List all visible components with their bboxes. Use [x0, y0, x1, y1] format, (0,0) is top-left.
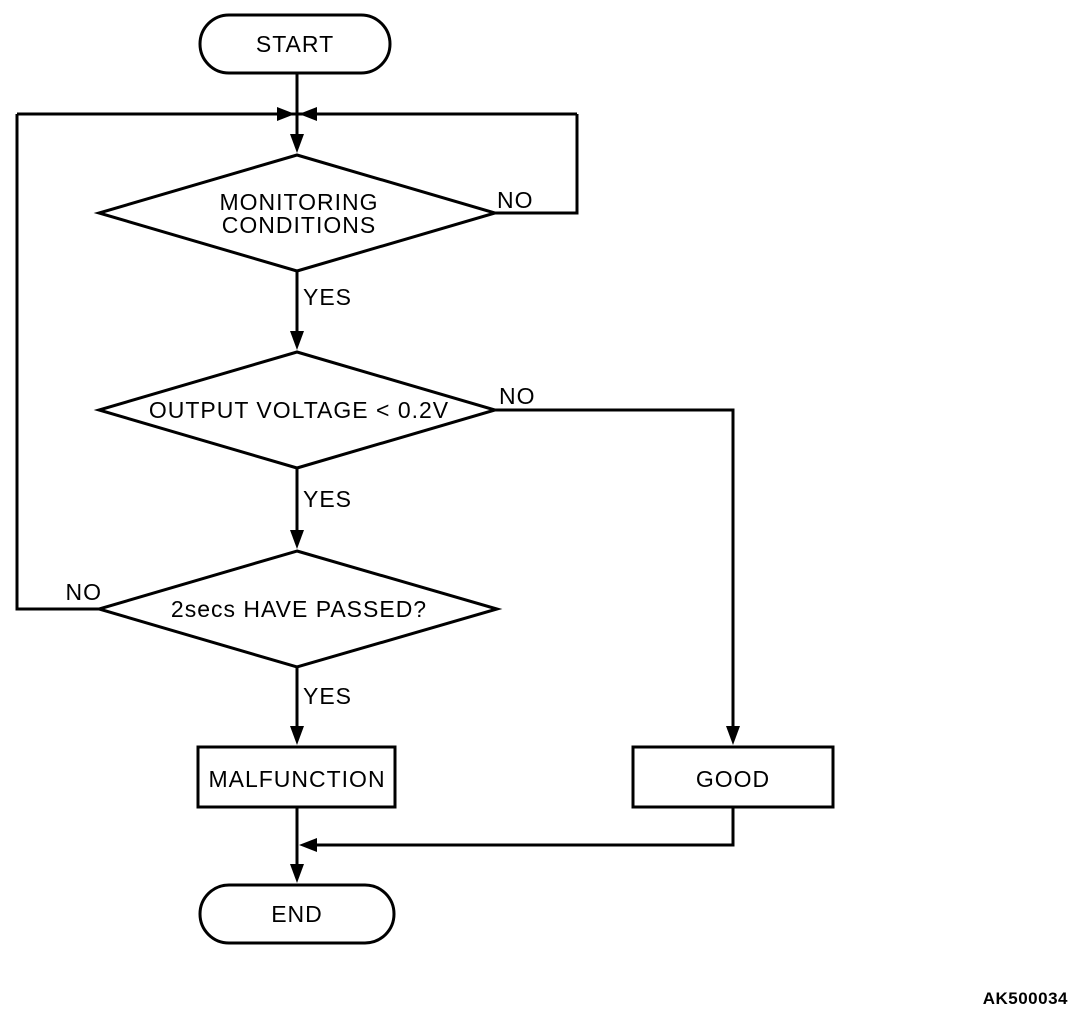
- end-label: END: [271, 901, 323, 927]
- arrowhead-junction-left: [277, 107, 295, 121]
- edge-label-timer-yes: YES: [303, 683, 352, 709]
- edge-good-to-end: [316, 807, 735, 847]
- edge-voltage-no: [495, 408, 735, 729]
- arrowhead-into-voltage: [290, 331, 304, 350]
- arrowhead-into-timer: [290, 530, 304, 549]
- good-label: GOOD: [696, 766, 770, 792]
- malfunction-label: MALFUNCTION: [208, 766, 385, 792]
- good-node: [631, 745, 835, 809]
- malfunction-node: [196, 745, 397, 809]
- figure-code: AK500034: [983, 989, 1068, 1008]
- start-node: [198, 13, 392, 75]
- decision-voltage-label: OUTPUT VOLTAGE < 0.2V: [149, 397, 449, 423]
- decision-monitoring-label-line2: CONDITIONS: [222, 212, 376, 238]
- decision-timer-label: 2secs HAVE PASSED?: [171, 596, 427, 622]
- edge-monitoring-no-rail: [495, 114, 579, 215]
- start-label: START: [256, 31, 334, 57]
- decision-voltage-node: [93, 350, 501, 470]
- arrowhead-good-join: [299, 838, 317, 852]
- decision-timer-node: [93, 549, 503, 669]
- edge-label-monitoring-no: NO: [497, 187, 534, 213]
- end-node: [198, 883, 396, 945]
- decision-monitoring-node: [93, 153, 501, 273]
- edge-label-voltage-no: NO: [499, 383, 536, 409]
- edge-label-voltage-yes: YES: [303, 486, 352, 512]
- arrowhead-into-monitoring: [290, 134, 304, 153]
- edge-timer-no-rail: [15, 114, 99, 611]
- arrowhead-into-end: [290, 864, 304, 883]
- arrowhead-into-good: [726, 726, 740, 745]
- edge-label-timer-no: NO: [66, 579, 103, 605]
- arrowhead-junction-right: [299, 107, 317, 121]
- decision-monitoring-label-line1: MONITORING: [219, 189, 378, 215]
- edge-label-monitoring-yes: YES: [303, 284, 352, 310]
- arrowhead-into-malfunction: [290, 726, 304, 745]
